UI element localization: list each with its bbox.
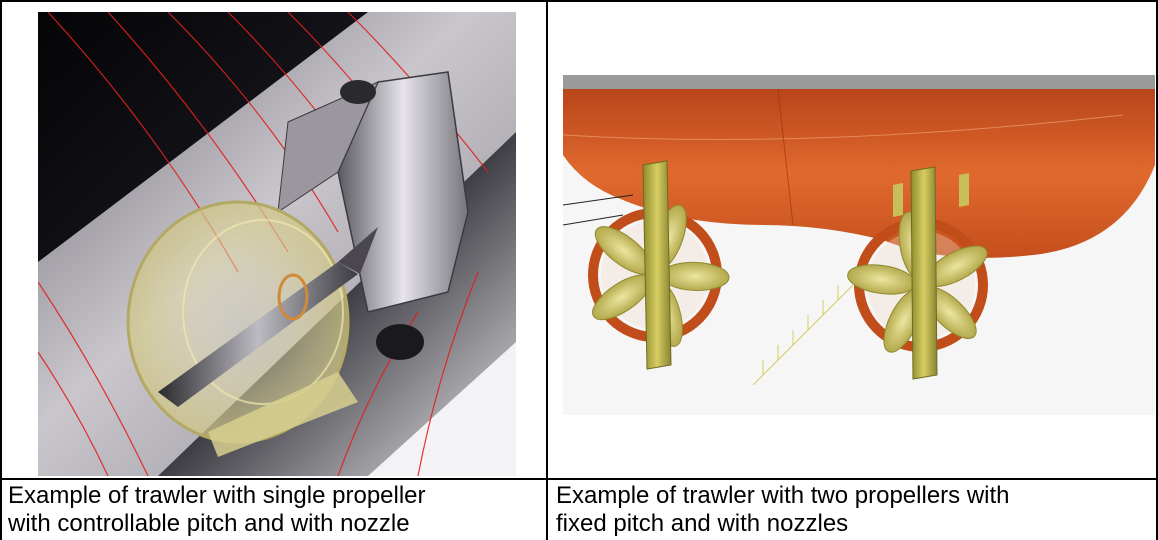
table-border-top [0,0,1158,2]
table-border-right [1156,0,1158,540]
caption-left-line1: Example of trawler with single propeller [8,482,426,509]
table-border-left [0,0,2,540]
caption-left-line2: with controllable pitch and with nozzle [8,510,410,537]
table-column-divider [546,0,548,540]
caption-right-line1: Example of trawler with two propellers w… [556,482,1010,509]
caption-right-line2: fixed pitch and with nozzles [556,510,849,537]
twin-propeller-image [563,75,1155,415]
table-row-divider [0,478,1158,480]
single-propeller-image [38,12,516,476]
